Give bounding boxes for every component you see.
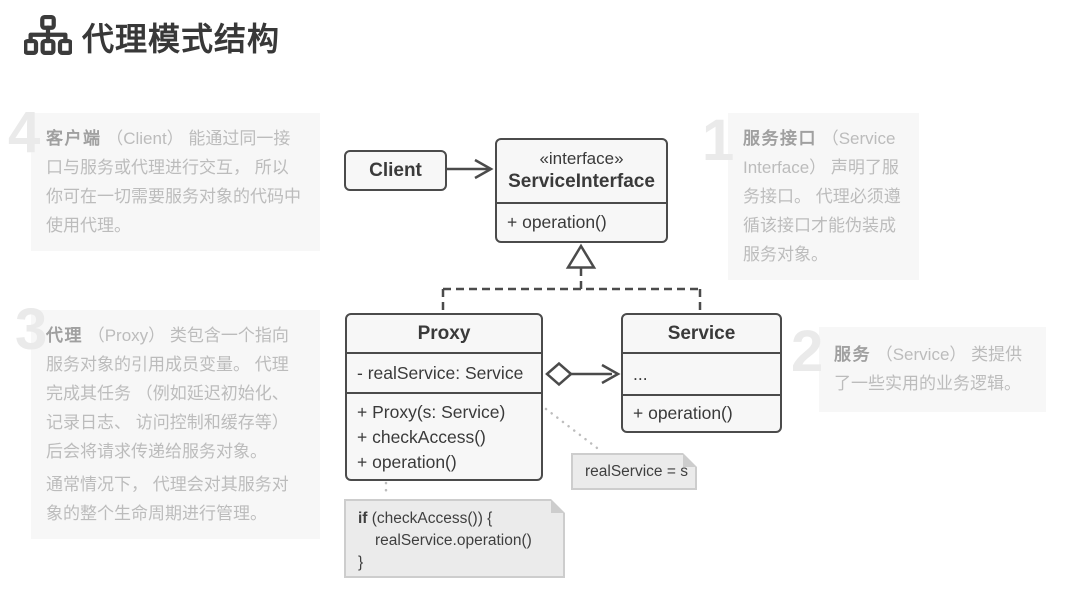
class-header: «interface» ServiceInterface — [497, 140, 666, 202]
aggregation-diamond — [545, 361, 573, 387]
attribute-row: - realService: Service — [347, 352, 541, 392]
annotation-term: 服务接口 — [743, 129, 817, 148]
annotation-term: 客户端 — [46, 129, 102, 148]
annotation-paragraph: 代理 （Proxy） 类包含一个指向服务对象的引用成员变量。 代理完成其任务 （… — [46, 321, 305, 466]
class-proxy: Proxy - realService: Service + Proxy(s: … — [345, 313, 543, 481]
code-line: if (checkAccess()) { — [358, 508, 551, 530]
annotation-text: （Service Interface） 声明了服务接口。 代理必须遵循该接口才能… — [743, 129, 901, 264]
annotation-term: 代理 — [46, 326, 83, 345]
class-name: Service — [667, 322, 736, 344]
realization-dashed-lines — [441, 268, 702, 311]
attribute-row: ... — [623, 352, 780, 394]
class-service-interface: «interface» ServiceInterface + operation… — [495, 138, 668, 243]
code-line: realService.operation() — [375, 532, 532, 549]
code-line: } — [358, 554, 364, 571]
class-name: ServiceInterface — [508, 171, 655, 192]
annotation-number-1: 1 — [702, 108, 735, 173]
method-row: + operation() — [623, 394, 780, 430]
annotation-number-4: 4 — [8, 100, 41, 165]
annotation-text: （Service） 类提供了一些实用的业务逻辑。 — [834, 345, 1023, 393]
page-title: 代理模式结构 — [82, 21, 281, 57]
method-row: + operation() — [497, 202, 666, 240]
code-keyword: if — [358, 510, 368, 527]
annotation-client: 客户端 （Client） 能通过同一接口与服务或代理进行交互， 所以你可在一切需… — [31, 113, 320, 251]
annotation-text: （Proxy） 类包含一个指向服务对象的引用成员变量。 代理完成其任务 （例如延… — [46, 326, 289, 461]
method-row: + operation() — [357, 452, 457, 472]
assignment-note: realService = s — [571, 453, 697, 490]
annotation-number-3: 3 — [15, 297, 48, 362]
annotation-service-interface: 服务接口 （Service Interface） 声明了服务接口。 代理必须遵循… — [728, 113, 919, 280]
annotation-text: （Client） 能通过同一接口与服务或代理进行交互， 所以你可在一切需要服务对… — [46, 129, 301, 235]
annotation-paragraph: 通常情况下， 代理会对其服务对象的整个生命周期进行管理。 — [46, 475, 289, 523]
class-client: Client — [344, 150, 447, 191]
structure-icon — [24, 14, 72, 55]
methods-section: + Proxy(s: Service) + checkAccess() + op… — [347, 392, 541, 481]
client-association-arrowhead — [474, 158, 494, 180]
class-service: Service ... + operation() — [621, 313, 782, 433]
method-row: + Proxy(s: Service) — [357, 402, 506, 422]
page-header: 代理模式结构 — [24, 14, 280, 60]
note-dotted-connector-assignment — [544, 407, 603, 453]
class-name: Proxy — [417, 322, 471, 344]
annotation-number-2: 2 — [791, 319, 824, 384]
annotation-proxy: 代理 （Proxy） 类包含一个指向服务对象的引用成员变量。 代理完成其任务 （… — [31, 310, 320, 539]
realization-triangle — [565, 243, 597, 269]
aggregation-arrowhead — [601, 363, 621, 385]
annotation-term: 服务 — [834, 345, 871, 364]
stereotype-label: «interface» — [539, 149, 624, 168]
method-row: + checkAccess() — [357, 427, 486, 447]
code-text: (checkAccess()) { — [367, 510, 493, 527]
annotation-service: 服务 （Service） 类提供了一些实用的业务逻辑。 — [819, 327, 1046, 412]
code-note: if (checkAccess()) { realService.operati… — [344, 499, 565, 578]
